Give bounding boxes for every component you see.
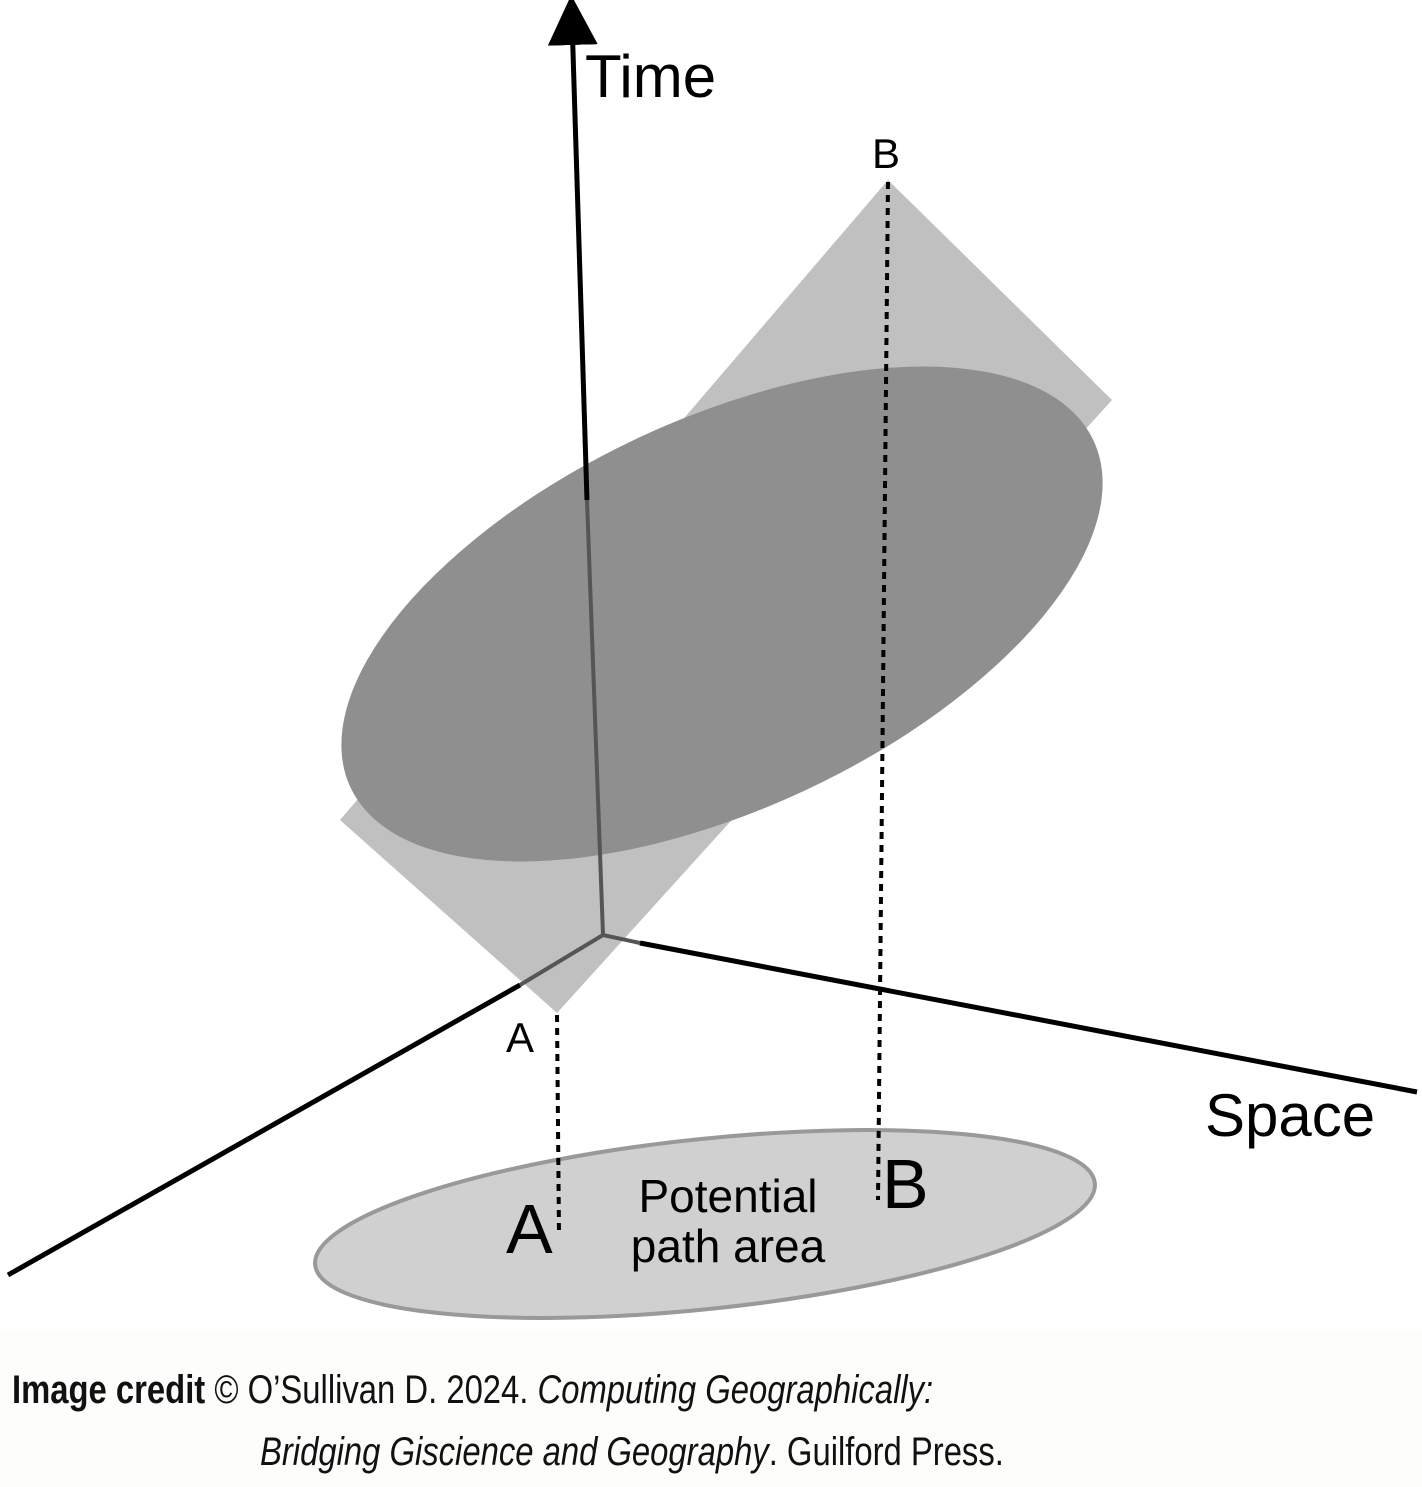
time-axis-label: Time xyxy=(585,43,716,110)
image-credit-line1: Image credit © O’Sullivan D. 2024. Compu… xyxy=(12,1370,933,1410)
credit-background xyxy=(0,1330,1422,1487)
projection-line-b xyxy=(876,181,890,1201)
space-axis-label: Space xyxy=(1205,1082,1375,1149)
prism-disc xyxy=(341,366,1103,862)
time-axis xyxy=(547,0,598,501)
credit-heading: Image credit xyxy=(12,1368,206,1412)
space-time-prism-diagram: Time Space B A A B Potential path area xyxy=(6,0,1418,1320)
space-axis-right xyxy=(639,940,1418,1095)
ground-point-b-label: B xyxy=(882,1145,929,1223)
credit-publisher: . Guilford Press. xyxy=(768,1430,1004,1474)
image-credit-line2: Bridging Giscience and Geography. Guilfo… xyxy=(260,1432,1004,1472)
prism-bottom-label: A xyxy=(506,1014,534,1061)
credit-book-title-part1: Computing Geographically: xyxy=(537,1368,934,1412)
ground-point-a-label: A xyxy=(506,1190,553,1268)
time-axis-inside xyxy=(585,499,605,936)
prism-top-label: B xyxy=(872,130,900,177)
credit-book-title-part2: Bridging Giscience and Geography xyxy=(260,1430,769,1474)
path-area-label-line2: path area xyxy=(631,1220,826,1272)
space-axis-left xyxy=(6,982,522,1278)
space-axis-inside xyxy=(518,933,605,987)
potential-path-area xyxy=(313,1128,1097,1320)
projection-line-a xyxy=(555,1014,561,1236)
credit-author-year: © O’Sullivan D. 2024. xyxy=(205,1368,538,1412)
path-area-label-line1: Potential xyxy=(638,1170,817,1222)
space-axis2-inside xyxy=(602,933,641,945)
